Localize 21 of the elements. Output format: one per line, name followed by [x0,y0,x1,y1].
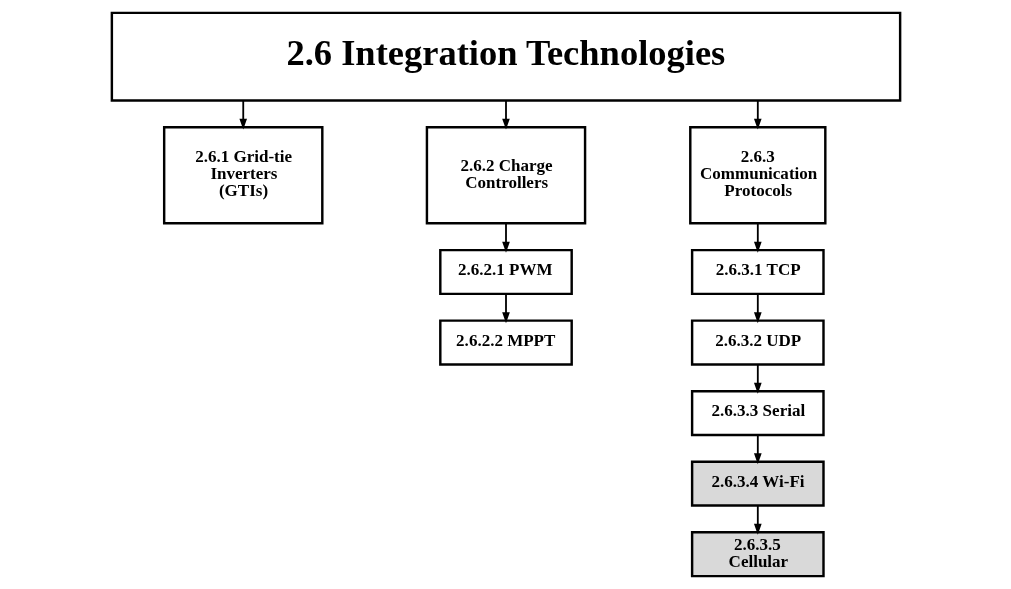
node-box: 2.6.3.1 TCP [690,248,825,296]
arrow [753,222,762,253]
arrow [501,222,510,253]
arrow [753,434,762,465]
node-box: 2.6.2.1 PWM [438,248,573,296]
arrow [753,363,762,394]
arrow [753,99,762,130]
node-box: 2.6.3.5 Cellular [690,531,825,578]
node-box: 2.6.3.4 Wi-Fi [690,460,825,507]
node-box: 2.6.3 Communication Protocols [688,126,827,225]
arrow [238,99,247,130]
node-box: 2.6.1 Grid-tie Inverters (GTIs) [162,126,324,225]
node-box: 2.6 Integration Technologies [110,11,901,102]
arrow [753,293,762,324]
node-box: 2.6.2 Charge Controllers [425,126,586,225]
node-box: 2.6.3.3 Serial [690,390,825,437]
arrow [501,99,510,130]
node-box: 2.6.2.2 MPPT [438,319,573,366]
arrow [753,504,762,535]
node-box: 2.6.3.2 UDP [690,319,825,366]
arrow [501,293,510,324]
